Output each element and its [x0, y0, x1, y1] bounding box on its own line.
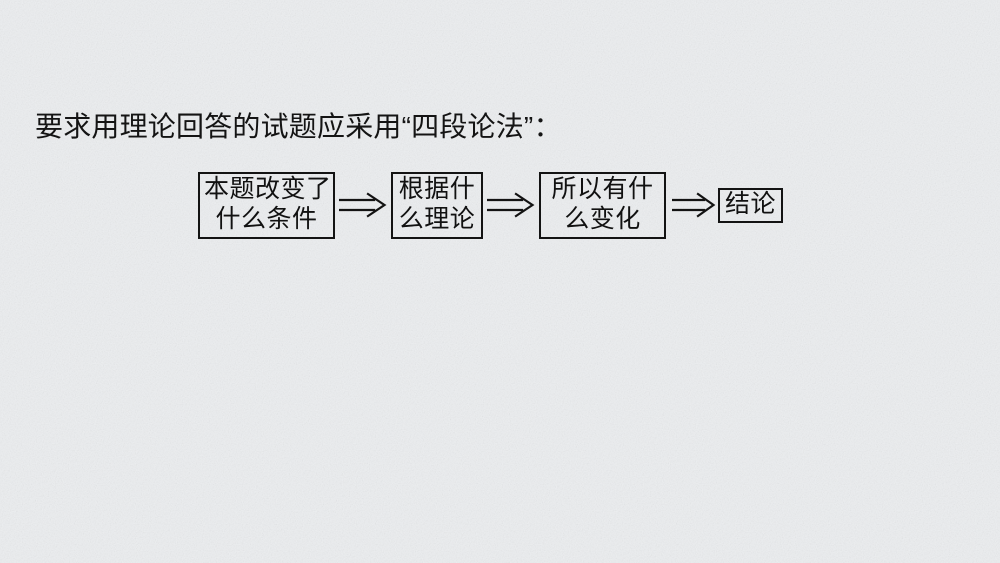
flow-step-2-box: 根据什 么理论	[391, 171, 483, 239]
flow-step-3-line-2: 么变化	[564, 206, 641, 233]
flow-step-1-line-1: 本题改变了	[204, 176, 332, 203]
double-line-right-arrow-icon-1	[339, 191, 387, 219]
double-line-right-arrow-icon-3	[672, 191, 716, 219]
flow-step-1-line-2: 什么条件	[215, 206, 318, 233]
flow-step-4-line-1: 结论	[725, 191, 777, 218]
page-title: 要求用理论回答的试题应采用“四段论法”：	[35, 111, 562, 142]
flow-step-2-line-1: 根据什	[398, 176, 476, 203]
four-step-flow-diagram: 本题改变了 什么条件 根据什 么理论 所以有什 么变化	[198, 170, 783, 240]
flow-step-3-line-1: 所以有什	[551, 176, 654, 203]
flow-step-1-box: 本题改变了 什么条件	[198, 171, 335, 239]
flow-step-2-line-2: 么理论	[398, 206, 476, 233]
flow-step-4-box: 结论	[718, 187, 783, 223]
flow-step-3-box: 所以有什 么变化	[539, 171, 666, 239]
double-line-right-arrow-icon-2	[487, 191, 535, 219]
